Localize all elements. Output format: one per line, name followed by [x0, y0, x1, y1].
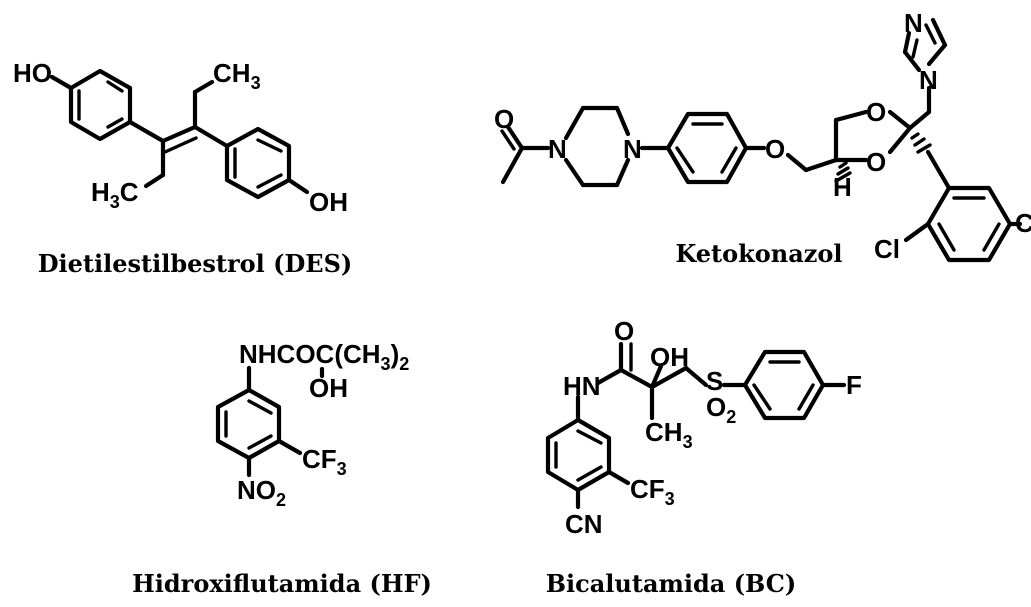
hf-cf3: CF3	[302, 444, 347, 479]
bc-cn: CN	[565, 509, 603, 539]
keto-n-pip2: N	[623, 134, 642, 164]
bc-o-carbonyl: O	[614, 316, 634, 346]
structure-ketokonazol: O N N O O O H N N Cl Cl Ketokonazol	[494, 8, 1031, 268]
hf-oh: OH	[309, 373, 348, 403]
ketokonazol-caption: Ketokonazol	[675, 239, 842, 268]
structure-des: HO CH3 H3C OH Dietilestilbestrol (DES)	[13, 58, 352, 278]
keto-cl1: Cl	[874, 234, 900, 264]
des-h3c-label: H3C	[91, 177, 139, 212]
keto-n-pip1: N	[548, 134, 567, 164]
keto-o-carbonyl: O	[494, 104, 514, 134]
hf-no2: NO2	[237, 475, 286, 510]
hidroxiflutamida-caption: Hidroxiflutamida (HF)	[132, 569, 432, 598]
des-ho-label: HO	[13, 58, 52, 88]
des-ring-right	[224, 126, 292, 200]
bc-ch3: CH3	[645, 417, 693, 452]
structure-hidroxiflutamida: NHCOC(CH3)2 OH CF3 NO2 Hidroxiflutamida …	[132, 339, 432, 598]
keto-cl2: Cl	[1015, 208, 1031, 238]
keto-o-diox1: O	[866, 97, 886, 127]
keto-n-im2: N	[919, 65, 938, 95]
bicalutamida-caption: Bicalutamida (BC)	[546, 569, 797, 598]
keto-o-ether: O	[765, 134, 785, 164]
structure-bicalutamida: O OH HN S O2 F CH3 CF3 CN Bicalutamida (…	[546, 316, 862, 598]
des-ch3-label: CH3	[213, 58, 261, 93]
des-oh-label: OH	[309, 187, 348, 217]
keto-h: H	[833, 172, 852, 202]
bc-oh: OH	[650, 342, 689, 372]
bc-cf3: CF3	[630, 474, 675, 509]
bc-hn: HN	[563, 371, 601, 401]
bc-so2: O2	[706, 392, 736, 427]
des-caption: Dietilestilbestrol (DES)	[38, 249, 353, 278]
bc-s: S	[706, 366, 723, 396]
keto-o-diox2: O	[866, 147, 886, 177]
hf-amide-chain: NHCOC(CH3)2	[239, 339, 409, 374]
keto-n-im1: N	[904, 8, 923, 38]
bc-f: F	[846, 370, 862, 400]
